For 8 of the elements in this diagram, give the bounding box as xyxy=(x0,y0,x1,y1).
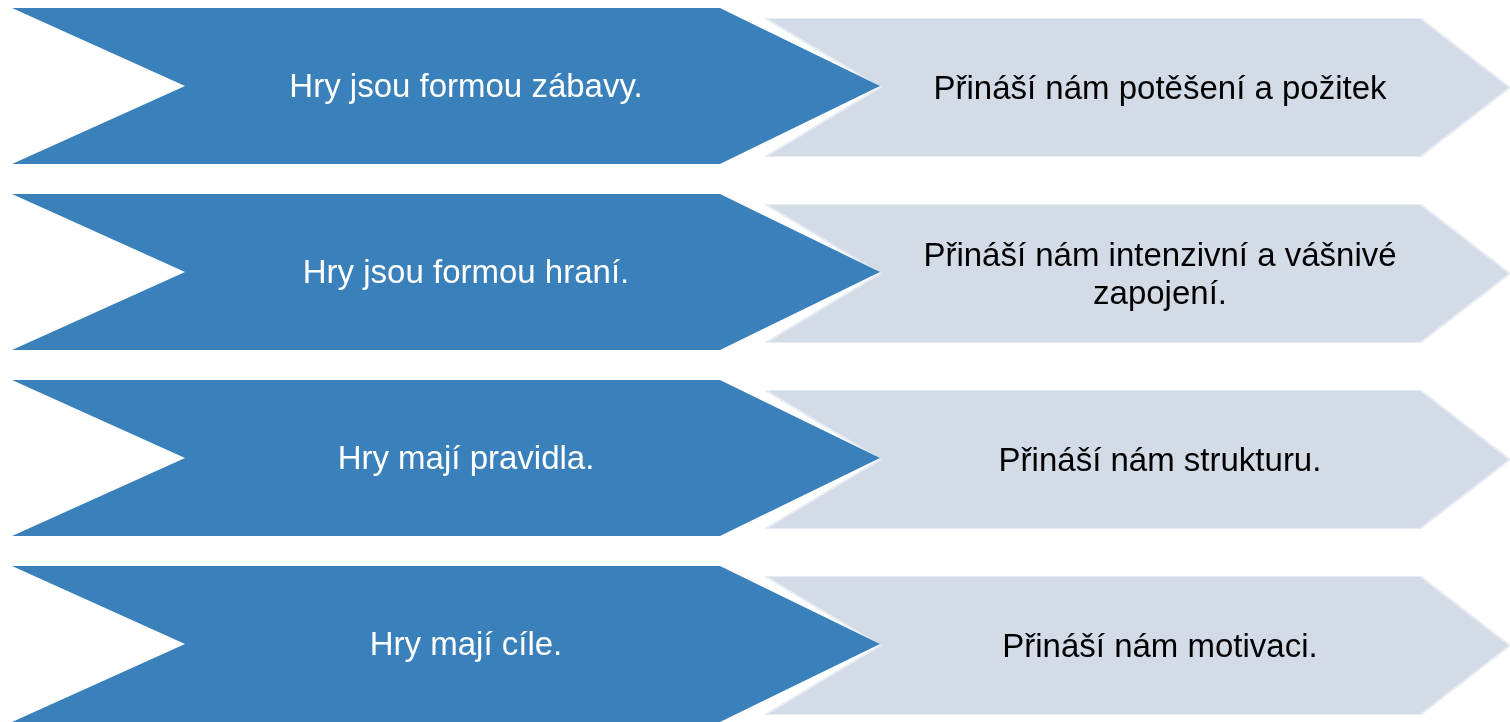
chevron-label: Přináší nám potěšení a požitek xyxy=(933,68,1387,107)
chevron-label: Přináší nám intenzivní a vášnivé zapojení. xyxy=(922,235,1398,312)
chevron-label: Hry mají pravidla. xyxy=(337,439,595,477)
chevron-label: Hry jsou formou zábavy. xyxy=(289,67,643,105)
chevron-label: Přináší nám motivaci. xyxy=(1002,626,1318,665)
chevron-label: Hry jsou formou hraní. xyxy=(302,253,630,291)
chevron-label: Hry mají cíle. xyxy=(369,625,563,663)
chevron-label: Přináší nám strukturu. xyxy=(998,440,1322,479)
